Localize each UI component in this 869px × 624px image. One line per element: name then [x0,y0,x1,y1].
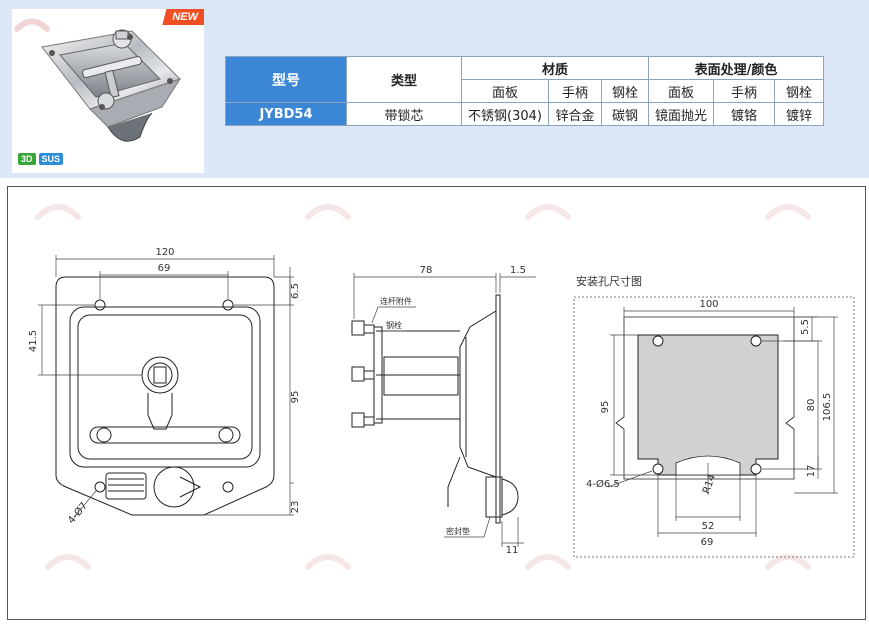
dim-depth: 78 [420,265,433,276]
cutout-title: 安装孔尺寸图 [576,274,642,288]
label-linkage: 连杆附件 [380,296,412,306]
technical-drawing-frame: 120 69 6.5 41.5 95 23 4-Ø7 [7,186,866,620]
cutout-view [573,296,855,558]
tag-row: 3D SUS [18,153,64,165]
row-handle-material: 锌合金 [548,102,602,126]
subheader-bolt-finish: 钢栓 [774,79,824,103]
row-bolt-finish: 镀锌 [774,102,824,126]
subheader-panel-finish: 面板 [648,79,714,103]
cutout-dim-total-height: 106.5 [822,393,833,422]
subheader-bolt: 钢栓 [601,79,649,103]
side-view [351,273,536,547]
front-view [38,255,294,518]
cutout-dim-width: 100 [699,299,718,310]
row-panel-finish: 镜面抛光 [648,102,714,126]
subheader-handle-finish: 手柄 [713,79,775,103]
dim-width-total: 120 [155,247,174,258]
dim-plate: 1.5 [510,265,526,276]
header-surface: 表面处理/颜色 [648,56,824,80]
tag-sus: SUS [38,153,64,165]
dim-bottom-tip: 23 [290,501,301,514]
product-image-card: NEW 3D SUS [12,9,204,173]
dim-top-offset: 6.5 [290,283,301,299]
row-model: JYBD54 [225,102,347,126]
technical-drawing: 120 69 6.5 41.5 95 23 4-Ø7 [28,204,855,570]
cutout-radius-callout: R14 [701,473,718,495]
row-handle-finish: 镀铬 [713,102,775,126]
row-panel-material: 不锈钢(304) [461,102,549,126]
label-seal: 密封垫 [446,526,470,536]
dim-hole-spacing: 69 [158,263,171,274]
dim-height: 95 [290,391,301,404]
row-bolt-material: 碳钢 [601,102,649,126]
cutout-dim-bottom-outer: 69 [701,537,714,548]
cutout-dim-bottom: 17 [806,465,817,478]
tag-3d: 3D [18,153,36,165]
label-bolt: 钢栓 [386,320,402,330]
cutout-dim-top: 5.5 [800,319,811,335]
header-material: 材质 [461,56,649,80]
row-type: 带锁芯 [346,102,462,126]
dim-left-height: 41.5 [28,330,39,352]
cutout-hole-callout: 4-Ø6.5 [586,478,620,490]
subheader-panel: 面板 [461,79,549,103]
watermark-pattern [35,204,811,570]
header-type: 类型 [346,56,462,103]
new-badge: NEW [162,9,204,25]
product-photo [14,18,182,142]
spec-table: 型号 类型 材质 表面处理/颜色 面板 手柄 钢栓 面板 手柄 钢栓 JYBD5… [225,56,824,126]
subheader-handle: 手柄 [548,79,602,103]
cutout-dim-left-height: 95 [600,401,611,414]
cutout-dim-bottom-inner: 52 [702,521,715,532]
header-model: 型号 [225,56,347,103]
dim-bottom: 11 [506,545,519,556]
hole-callout: 4-Ø7 [65,500,90,526]
cutout-dim-inner-height: 80 [806,399,817,412]
